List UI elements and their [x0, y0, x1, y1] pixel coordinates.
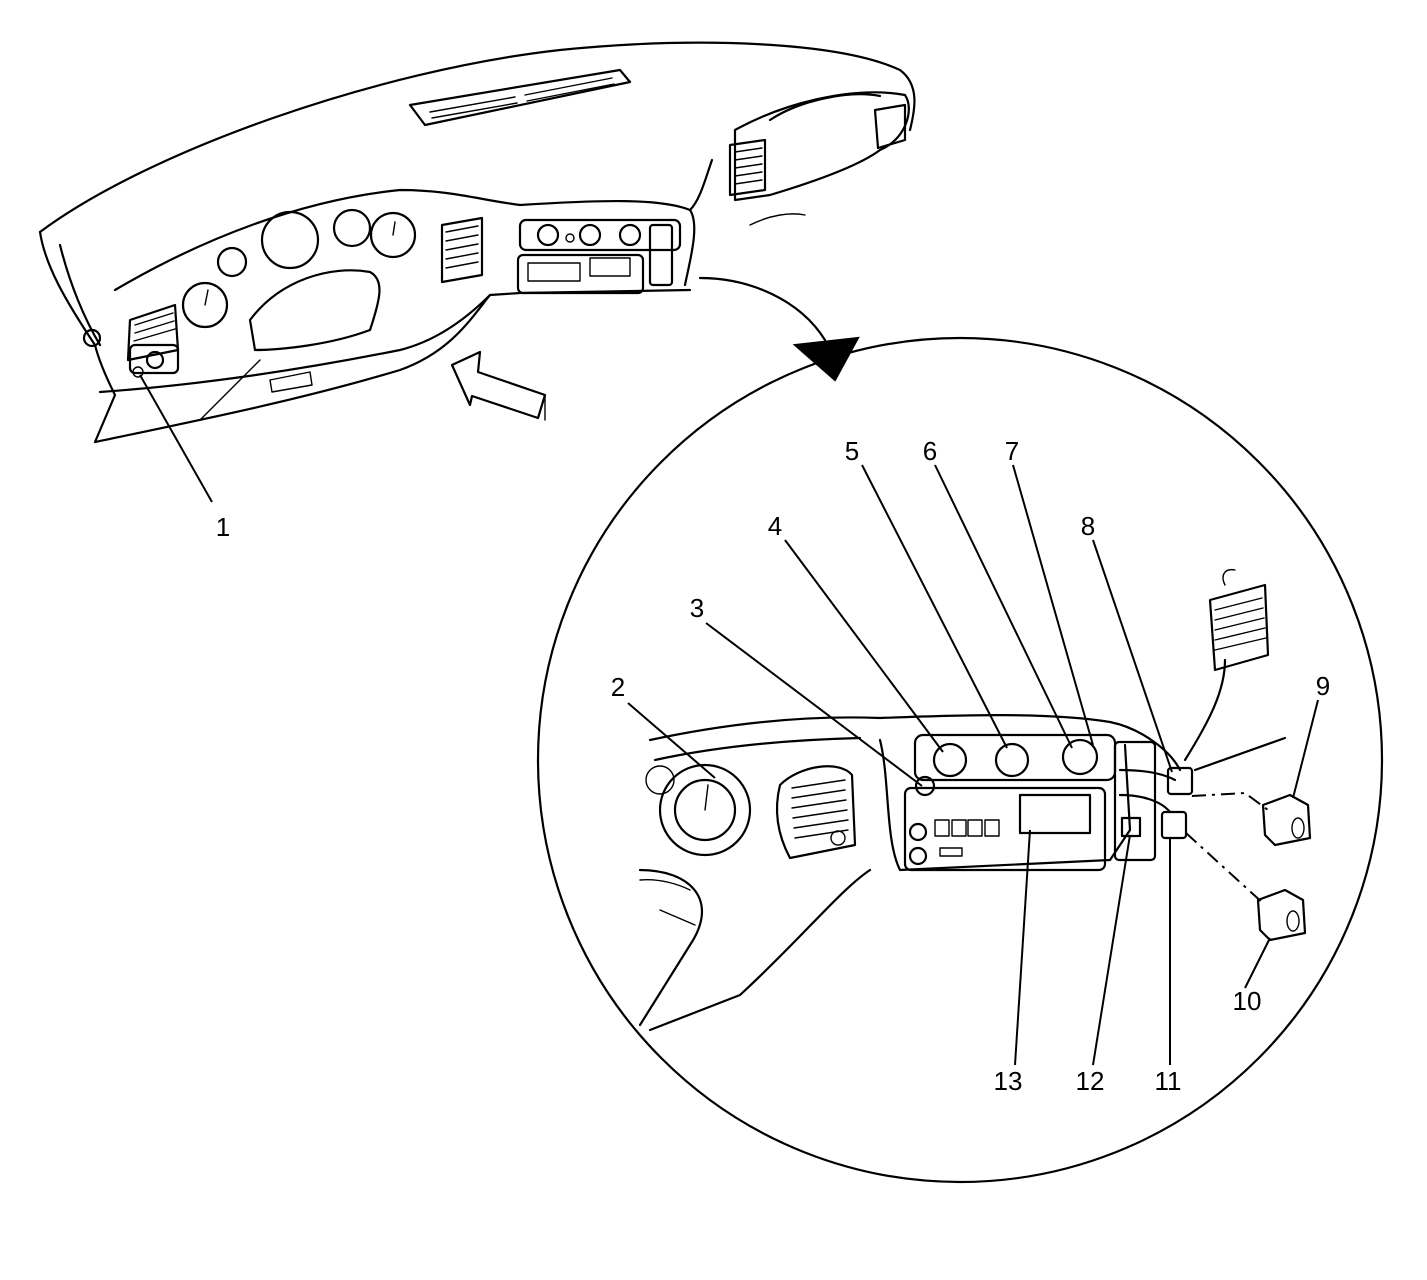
right-side-vent [728, 138, 767, 197]
instrument-panel-overview [38, 41, 916, 444]
leader-lines [139, 374, 1319, 1066]
vent-detail [775, 765, 857, 860]
callout-13: 13 [994, 1066, 1023, 1096]
center-stack [516, 218, 682, 295]
callout-10: 10 [1233, 986, 1262, 1016]
hvac-controls [913, 733, 1117, 797]
connector-upper [1166, 766, 1194, 796]
callout-6: 6 [923, 436, 937, 466]
detail-view-arrow [698, 276, 860, 382]
detail-circle [536, 336, 1384, 1184]
callout-3: 3 [690, 593, 704, 623]
detail-view [638, 568, 1312, 1032]
callout-7: 7 [1005, 436, 1019, 466]
cluster-gauge-detail [645, 763, 752, 857]
center-vent [440, 216, 484, 284]
callout-2: 2 [611, 672, 625, 702]
install-path-9 [1191, 791, 1269, 811]
view-direction-arrow [450, 350, 547, 421]
headlamp-switch [128, 343, 180, 378]
callout-9: 9 [1316, 671, 1330, 701]
instrument-cluster [181, 208, 417, 352]
defrost-vent [408, 68, 632, 127]
radio [903, 786, 1107, 872]
wiring-harness-upper [1118, 768, 1177, 782]
right-vent-detail [1208, 583, 1270, 672]
callout-labels: 1 2 3 4 5 6 7 8 9 10 11 12 13 [216, 436, 1330, 1096]
callout-12: 12 [1076, 1066, 1105, 1096]
callout-11: 11 [1155, 1066, 1182, 1096]
callout-8: 8 [1081, 511, 1095, 541]
switch-opening [1120, 816, 1142, 838]
callout-5: 5 [845, 436, 859, 466]
callout-4: 4 [768, 511, 782, 541]
wiring-harness-lower [1118, 793, 1172, 814]
left-end-vent [82, 328, 102, 348]
connector-lower [1160, 810, 1188, 840]
switch-10 [1256, 888, 1307, 942]
install-path-10 [1185, 832, 1266, 906]
callout-1: 1 [216, 512, 230, 542]
switch-9 [1261, 793, 1312, 847]
